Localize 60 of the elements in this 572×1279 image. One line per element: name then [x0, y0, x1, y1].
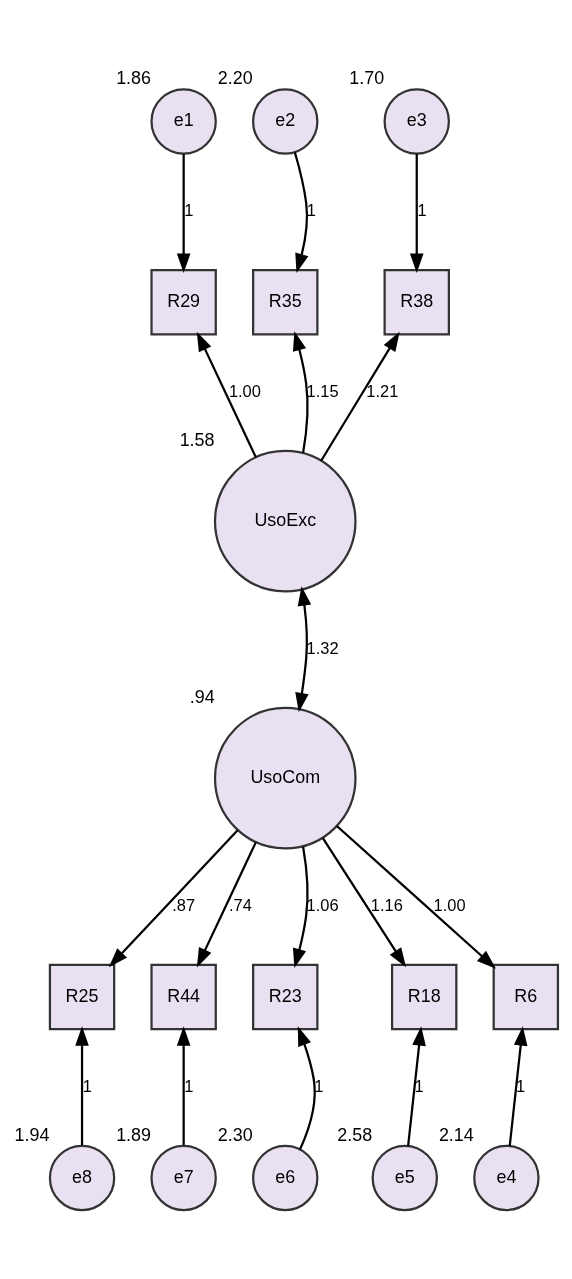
arrow	[196, 841, 257, 968]
node-circle: e4	[473, 1144, 540, 1211]
node-label: 1.89	[116, 1124, 152, 1145]
node-label: 2.58	[337, 1124, 373, 1145]
node-circle: e5	[371, 1144, 439, 1211]
edge-label: 1.00	[228, 381, 261, 400]
node-label: 1.86	[116, 67, 152, 88]
node-circle: e8	[48, 1144, 116, 1211]
arrow	[336, 824, 496, 969]
node-box: R35	[252, 268, 319, 336]
edge-label: 1	[184, 200, 194, 219]
node-circle: UsoCom	[213, 706, 357, 850]
node-circle: e7	[150, 1144, 217, 1211]
node-label: 1.94	[14, 1124, 50, 1145]
arrow	[409, 153, 424, 273]
node-label: 1.70	[349, 67, 385, 88]
edge-label: 1	[414, 1076, 424, 1095]
arrow	[176, 1025, 191, 1145]
node-circle: e1	[150, 87, 217, 155]
arrow	[176, 153, 191, 273]
edge-label: 1.15	[306, 381, 339, 400]
arrow	[508, 1025, 528, 1146]
node-box: R18	[390, 963, 458, 1030]
edge-label: 1.21	[366, 381, 399, 400]
edge-label: 1	[516, 1076, 526, 1095]
edge-label: 1.00	[433, 895, 466, 914]
edge-label: 1	[306, 200, 316, 219]
node-circle: e6	[252, 1144, 319, 1211]
node-label: 1.58	[179, 429, 215, 450]
node-box: R6	[492, 963, 560, 1030]
node-circle: UsoExc	[213, 449, 357, 593]
arrow	[320, 331, 400, 461]
node-label: 2.20	[217, 67, 253, 88]
edge-label: 1	[82, 1076, 92, 1095]
arrow	[196, 331, 257, 458]
node-box: R44	[150, 963, 217, 1030]
arrow	[297, 1025, 316, 1150]
node-label: .94	[189, 686, 215, 707]
arrow	[321, 837, 406, 967]
edge-label: 1	[314, 1076, 324, 1095]
arrow	[407, 1025, 426, 1146]
node-box: R25	[48, 963, 116, 1030]
node-circle: e3	[383, 87, 450, 155]
arrow	[108, 829, 239, 967]
edge-label: 1	[417, 200, 427, 219]
arrow	[292, 846, 309, 968]
node-circle: e2	[252, 87, 319, 155]
node-label: 2.14	[438, 1124, 474, 1145]
node-box: R29	[150, 268, 217, 336]
arrow	[292, 330, 309, 453]
node-label: 2.30	[217, 1124, 253, 1145]
edge-label: .74	[229, 895, 252, 914]
arrow	[295, 585, 312, 712]
node-box: R23	[252, 963, 319, 1030]
arrow	[293, 151, 309, 273]
edge-label: .87	[172, 895, 196, 914]
edge-label: 1	[184, 1076, 194, 1095]
edge-label: 1.16	[370, 895, 403, 914]
node-box: R38	[383, 268, 450, 336]
arrow	[75, 1025, 89, 1145]
